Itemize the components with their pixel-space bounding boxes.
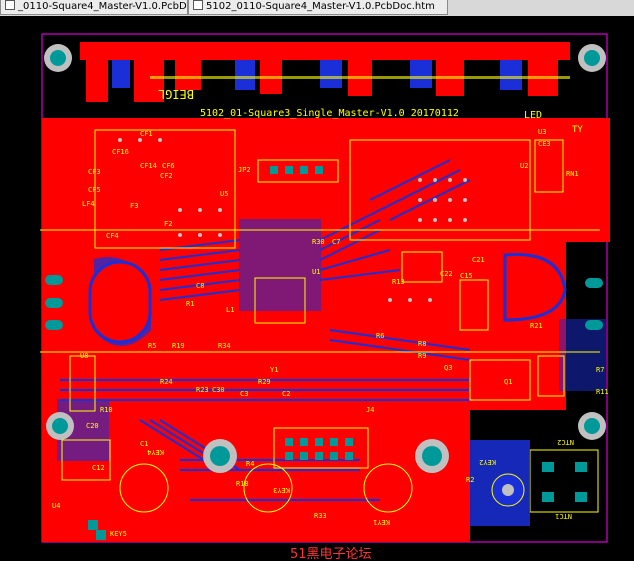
label-jp2: JP2 xyxy=(238,166,251,174)
label-r8: R8 xyxy=(418,340,426,348)
label-c3: C3 xyxy=(240,390,248,398)
label-r9: R9 xyxy=(418,352,426,360)
label-c21: C21 xyxy=(472,256,485,264)
window-titlebar: _0110-Square4_Master-V1.0.PcbDoc 5102_01… xyxy=(0,0,634,17)
label-r29: R29 xyxy=(258,378,271,386)
label-lf: LF4 xyxy=(82,200,95,208)
buzzer-area xyxy=(470,440,530,526)
label-r6: R6 xyxy=(376,332,384,340)
label-r7: R7 xyxy=(596,366,604,374)
label-c22: C22 xyxy=(440,270,453,278)
label-r1: R1 xyxy=(186,300,194,308)
label-r18: R18 xyxy=(236,480,249,488)
board-title: 5102_01-Square3_Single_Master-V1.0 20170… xyxy=(200,108,459,119)
label-r21: R21 xyxy=(530,322,543,330)
label-c30: C30 xyxy=(212,386,225,394)
label-r13: R13 xyxy=(392,278,405,286)
tab-pcbdoc-label: _0110-Square4_Master-V1.0.PcbDoc xyxy=(18,1,188,12)
bottom-copper-traces xyxy=(57,159,606,501)
label-y1: Y1 xyxy=(270,366,278,374)
label-c15: C15 xyxy=(460,272,473,280)
antenna-label: TY xyxy=(572,125,583,135)
label-key5: KEY5 xyxy=(110,530,127,538)
mounting-holes xyxy=(44,44,606,473)
label-r2: R2 xyxy=(466,476,474,484)
label-key2: KEY2 xyxy=(479,458,496,466)
label-r4: R4 xyxy=(246,460,254,468)
logo-text: BEIGL xyxy=(158,87,194,101)
label-rn1: RN1 xyxy=(566,170,579,178)
teal-pads xyxy=(45,166,603,540)
document-icon xyxy=(193,0,203,10)
label-r10: R10 xyxy=(100,406,113,414)
label-c1: C1 xyxy=(140,440,148,448)
label-f3: F3 xyxy=(130,202,138,210)
label-key4: KEY4 xyxy=(147,448,164,456)
label-ntc2: NTC2 xyxy=(557,438,574,446)
label-cf6: CF6 xyxy=(162,162,175,170)
label-r33: R33 xyxy=(314,512,327,520)
label-r24: R24 xyxy=(160,378,173,386)
label-cf2: CF2 xyxy=(160,172,173,180)
label-cf1: CF1 xyxy=(140,130,153,138)
label-j4: J4 xyxy=(366,406,374,414)
tab-pcbdoc-html[interactable]: 5102_0110-Square4_Master-V1.0.PcbDoc.htm xyxy=(188,0,448,15)
label-c2: C2 xyxy=(282,390,290,398)
tab-pcbdoc[interactable]: _0110-Square4_Master-V1.0.PcbDoc xyxy=(0,0,188,15)
antenna-zone xyxy=(80,42,570,102)
tab-pcbdoc-html-label: 5102_0110-Square4_Master-V1.0.PcbDoc.htm xyxy=(206,1,435,12)
label-cf4: CF4 xyxy=(106,232,119,240)
label-u4: U4 xyxy=(52,502,60,510)
wifi-antenna xyxy=(573,145,603,222)
led-label: LED xyxy=(524,110,542,121)
label-u3: U3 xyxy=(538,128,546,136)
document-icon xyxy=(5,0,15,10)
silkscreen-outlines xyxy=(40,129,600,513)
label-u1: U1 xyxy=(312,268,320,276)
label-key1: KEY1 xyxy=(373,518,390,526)
label-c12: C12 xyxy=(92,464,105,472)
label-c8: C8 xyxy=(196,282,204,290)
label-q1: Q1 xyxy=(504,378,512,386)
watermark: 51黑电子论坛 xyxy=(290,547,372,561)
label-cf14: CF14 xyxy=(140,162,157,170)
label-r11: R11 xyxy=(596,388,609,396)
label-r23: R23 xyxy=(196,386,209,394)
label-ce3: CE3 xyxy=(538,140,551,148)
label-r34: R34 xyxy=(218,342,231,350)
label-u5: U5 xyxy=(220,190,228,198)
label-key3: KEY3 xyxy=(273,486,290,494)
label-c7: C7 xyxy=(332,238,340,246)
label-l1: L1 xyxy=(226,306,234,314)
label-r5: R5 xyxy=(148,342,156,350)
label-r30: R30 xyxy=(312,238,325,246)
label-cf4-side: CF5 xyxy=(88,186,101,194)
label-cf16: CF16 xyxy=(112,148,129,156)
label-c20: C20 xyxy=(86,422,99,430)
label-cf3: CF3 xyxy=(88,168,101,176)
vias xyxy=(118,138,467,302)
label-q3: Q3 xyxy=(444,364,452,372)
pcb-layout-view[interactable]: 5102_01-Square3_Single_Master-V1.0 20170… xyxy=(0,16,634,561)
label-r19: R19 xyxy=(172,342,185,350)
label-u8: U8 xyxy=(80,352,88,360)
label-ntc1: NTC1 xyxy=(555,512,572,520)
label-f2: F2 xyxy=(164,220,172,228)
label-u2: U2 xyxy=(520,162,528,170)
